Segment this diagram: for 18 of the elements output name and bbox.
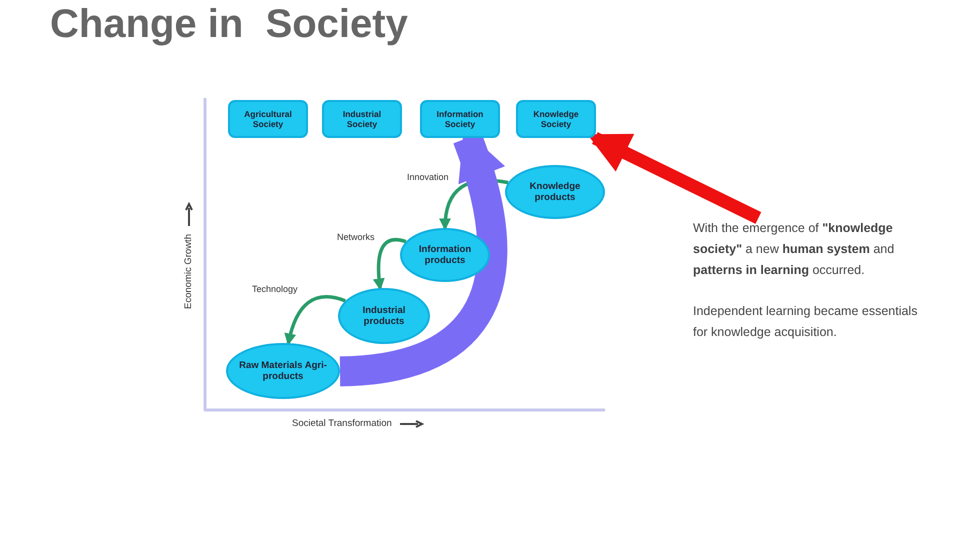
axis-title: Economic Growth <box>183 234 194 309</box>
axis-title: Societal Transformation <box>292 418 392 429</box>
product-ellipse: Industrial products <box>338 288 430 344</box>
edge-label: Networks <box>335 232 377 242</box>
slide-title: Change in Society <box>50 2 408 47</box>
society-box: Information Society <box>420 100 500 138</box>
product-ellipse: Knowledge products <box>505 165 605 219</box>
product-ellipse: Raw Materials Agri-products <box>226 343 340 399</box>
edge-label: Technology <box>250 284 300 294</box>
society-box: Knowledge Society <box>516 100 596 138</box>
note-text: With the emergence of "knowledge society" a new human system and patterns in learning occurred. <box>693 220 896 279</box>
society-box: Agricultural Society <box>228 100 308 138</box>
edge-label: Innovation <box>405 172 451 182</box>
note-text: Independent learning became essentials for knowledge acquisition. <box>693 303 918 341</box>
curved-arrow <box>373 238 406 290</box>
society-box: Industrial Society <box>322 100 402 138</box>
curved-arrow <box>284 295 346 346</box>
product-ellipse: Information products <box>400 228 490 282</box>
